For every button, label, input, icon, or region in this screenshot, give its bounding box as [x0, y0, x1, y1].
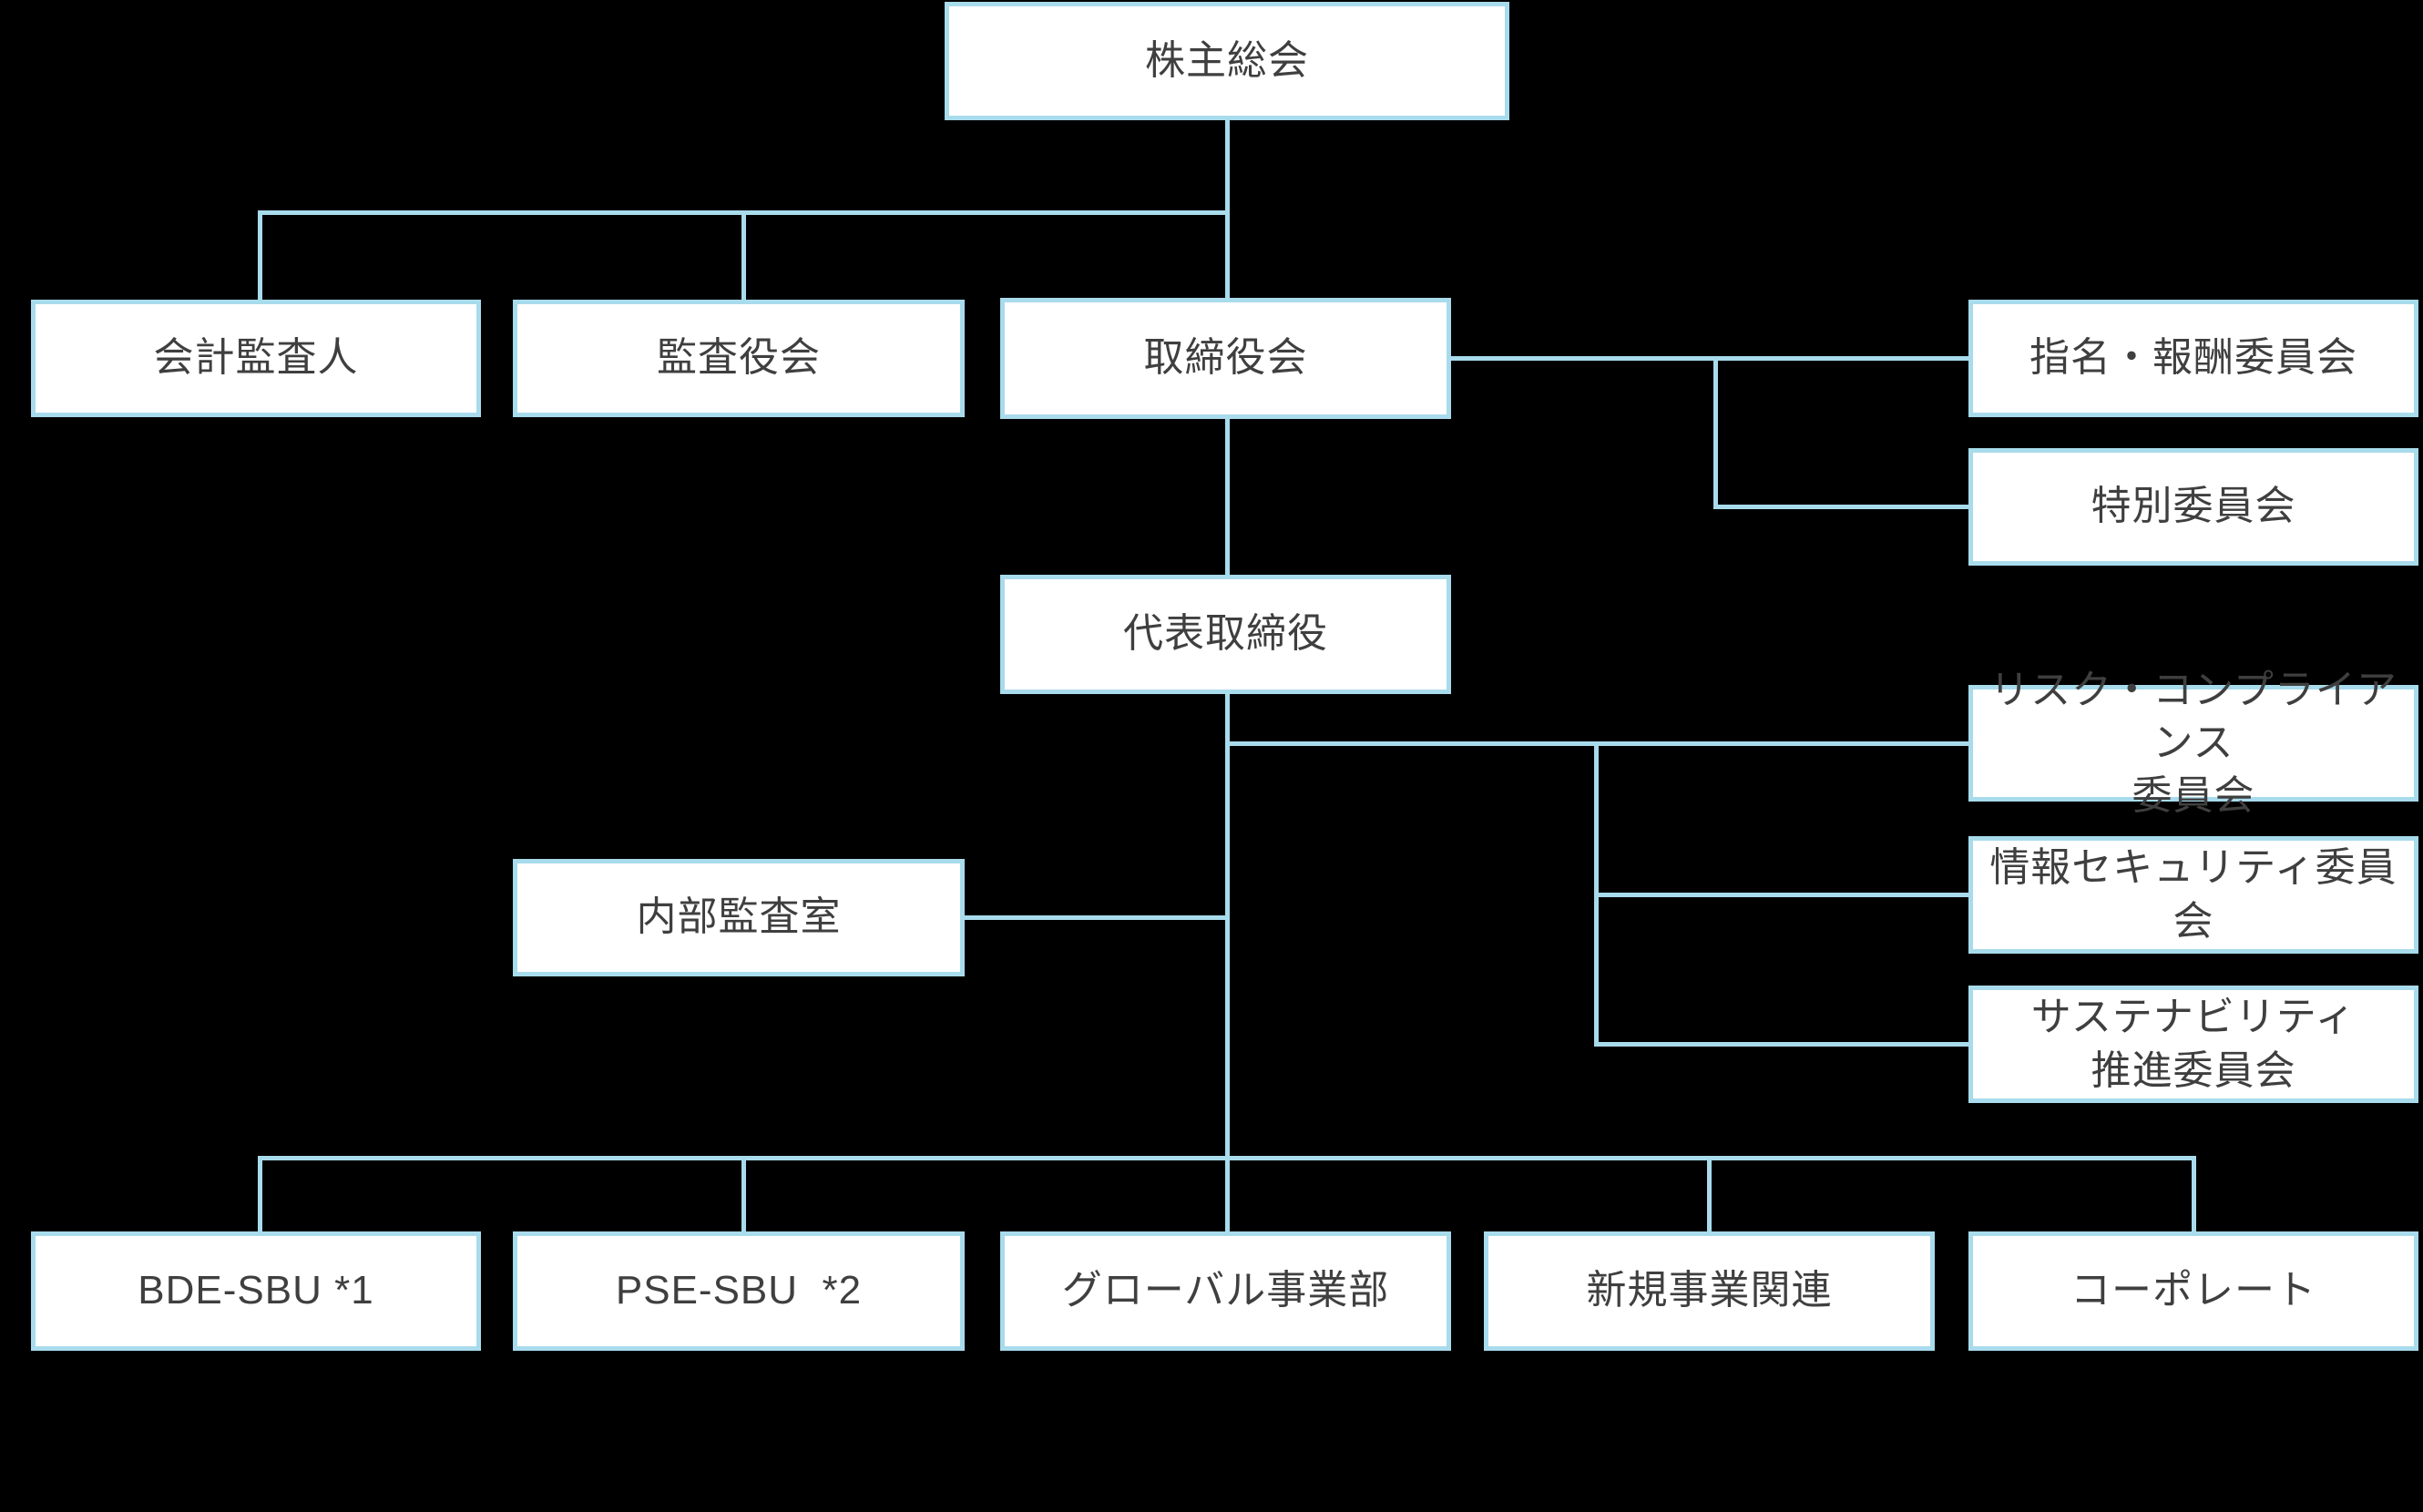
connector-drop-accounting-auditor	[258, 210, 262, 300]
org-box-new-business-related: 新規事業関連	[1484, 1231, 1935, 1351]
org-box-internal-audit-office: 内部監査室	[513, 859, 965, 976]
connector-board-to-representative	[1225, 419, 1230, 575]
connector-drop-corporate	[2192, 1156, 2196, 1231]
org-box-label: 情報セキュリティ委員会	[1989, 845, 2397, 944]
connector-junction-to-sustainability	[1594, 1042, 1968, 1047]
org-box-bde-sbu: BDE-SBU *1	[31, 1231, 481, 1351]
connector-drop-pse-sbu	[741, 1156, 746, 1231]
org-box-label: リスク・コンプライアンス 委員会	[1989, 667, 2397, 819]
connector-junction-to-special-committee	[1713, 505, 1968, 509]
org-box-global-business-division: グローバル事業部	[1000, 1231, 1451, 1351]
org-box-board-of-directors: 取締役会	[1000, 298, 1451, 419]
org-box-audit-and-supervisory-board: 監査役会	[513, 300, 965, 417]
org-box-label: コーポレート	[2070, 1268, 2316, 1313]
org-box-representative-director: 代表取締役	[1000, 575, 1451, 694]
org-box-sustainability-promotion-committee: サステナビリティ 推進委員会	[1968, 986, 2418, 1103]
org-box-shareholders-meeting: 株主総会	[945, 2, 1509, 120]
connector-internal-audit-to-spine	[965, 915, 1230, 920]
org-box-label: 特別委員会	[2091, 484, 2296, 529]
org-box-risk-compliance-committee: リスク・コンプライアンス 委員会	[1968, 668, 2418, 818]
connector-drop-new-business	[1707, 1156, 1712, 1231]
org-box-label: 新規事業関連	[1586, 1268, 1833, 1313]
connector-junction-to-infosec-committee	[1594, 893, 1968, 897]
connector-bus-bottom	[258, 1156, 2196, 1160]
connector-drop-audit-board	[741, 210, 746, 300]
connector-drop-bde-sbu	[258, 1156, 262, 1231]
org-box-label: サステナビリティ 推進委員会	[2030, 995, 2357, 1093]
org-box-label: 監査役会	[657, 335, 821, 381]
org-box-pse-sbu: PSE-SBU *2	[513, 1231, 965, 1351]
org-box-corporate: コーポレート	[1968, 1231, 2418, 1351]
org-box-label: 内部監査室	[636, 894, 842, 940]
org-box-label: 取締役会	[1143, 335, 1308, 381]
org-box-label: BDE-SBU *1	[138, 1268, 374, 1313]
org-box-label: 株主総会	[1145, 37, 1309, 83]
connector-board-to-nomination-committee	[1451, 356, 1968, 361]
connector-spine-shareholders-to-board	[1225, 120, 1230, 300]
org-box-label: 指名・報酬委員会	[2029, 335, 2357, 381]
org-box-label: 会計監査人	[153, 335, 359, 381]
connector-spine-representative-to-bottom	[1225, 694, 1230, 1231]
org-box-label: 代表取締役	[1123, 611, 1328, 657]
org-box-label: PSE-SBU *2	[615, 1268, 863, 1313]
org-box-information-security-committee: 情報セキュリティ委員会	[1968, 836, 2418, 954]
connector-nomination-junction-vertical	[1713, 356, 1718, 509]
org-box-accounting-auditor: 会計監査人	[31, 300, 481, 417]
org-box-label: グローバル事業部	[1061, 1268, 1390, 1313]
org-box-nomination-compensation-committee: 指名・報酬委員会	[1968, 300, 2418, 417]
org-box-special-committee: 特別委員会	[1968, 448, 2418, 566]
